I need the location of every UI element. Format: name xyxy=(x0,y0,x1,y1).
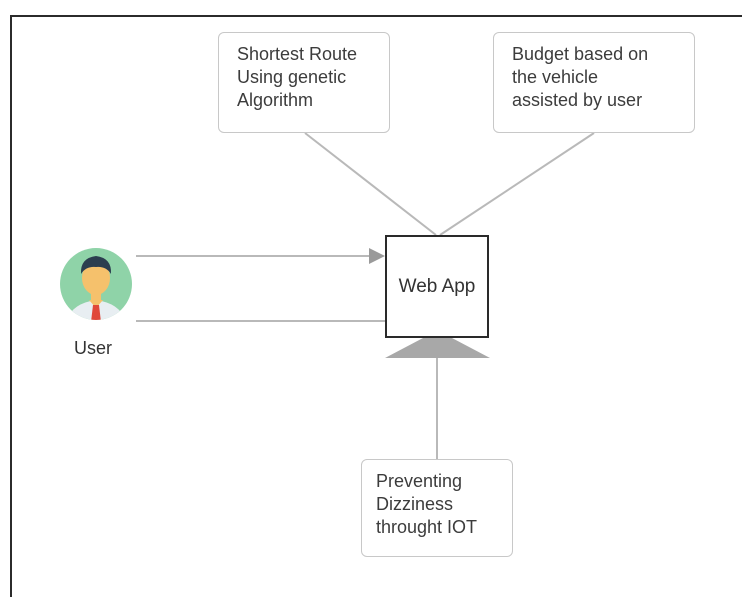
node-iot-line-2: Dizziness xyxy=(376,494,454,514)
node-budget-line-2: the vehicle xyxy=(512,67,599,87)
user-avatar-icon xyxy=(60,248,132,320)
node-budget-line-1: Budget based on xyxy=(512,44,649,64)
node-web-app-label: Web App xyxy=(398,275,476,297)
node-route-line-3: Algorithm xyxy=(237,90,314,110)
frame-border-left xyxy=(10,15,12,597)
frame-border-top xyxy=(10,15,742,17)
node-route-line-1: Shortest Route xyxy=(237,44,358,64)
node-preventing-dizziness: Preventing Dizziness throught IOT xyxy=(361,459,513,557)
node-shortest-route: Shortest Route Using genetic Algorithm xyxy=(218,32,390,133)
node-budget: Budget based on the vehicle assisted by … xyxy=(493,32,695,133)
node-budget-line-3: assisted by user xyxy=(512,90,643,110)
node-route-line-2: Using genetic xyxy=(237,67,347,87)
node-web-app: Web App xyxy=(385,235,489,338)
edge-route-to-webapp xyxy=(304,132,437,236)
edge-budget-to-webapp xyxy=(439,132,595,236)
node-iot-line-3: throught IOT xyxy=(376,517,478,537)
user-label: User xyxy=(74,338,113,358)
monitor-stand xyxy=(385,338,490,358)
node-iot-line-1: Preventing xyxy=(376,471,463,491)
